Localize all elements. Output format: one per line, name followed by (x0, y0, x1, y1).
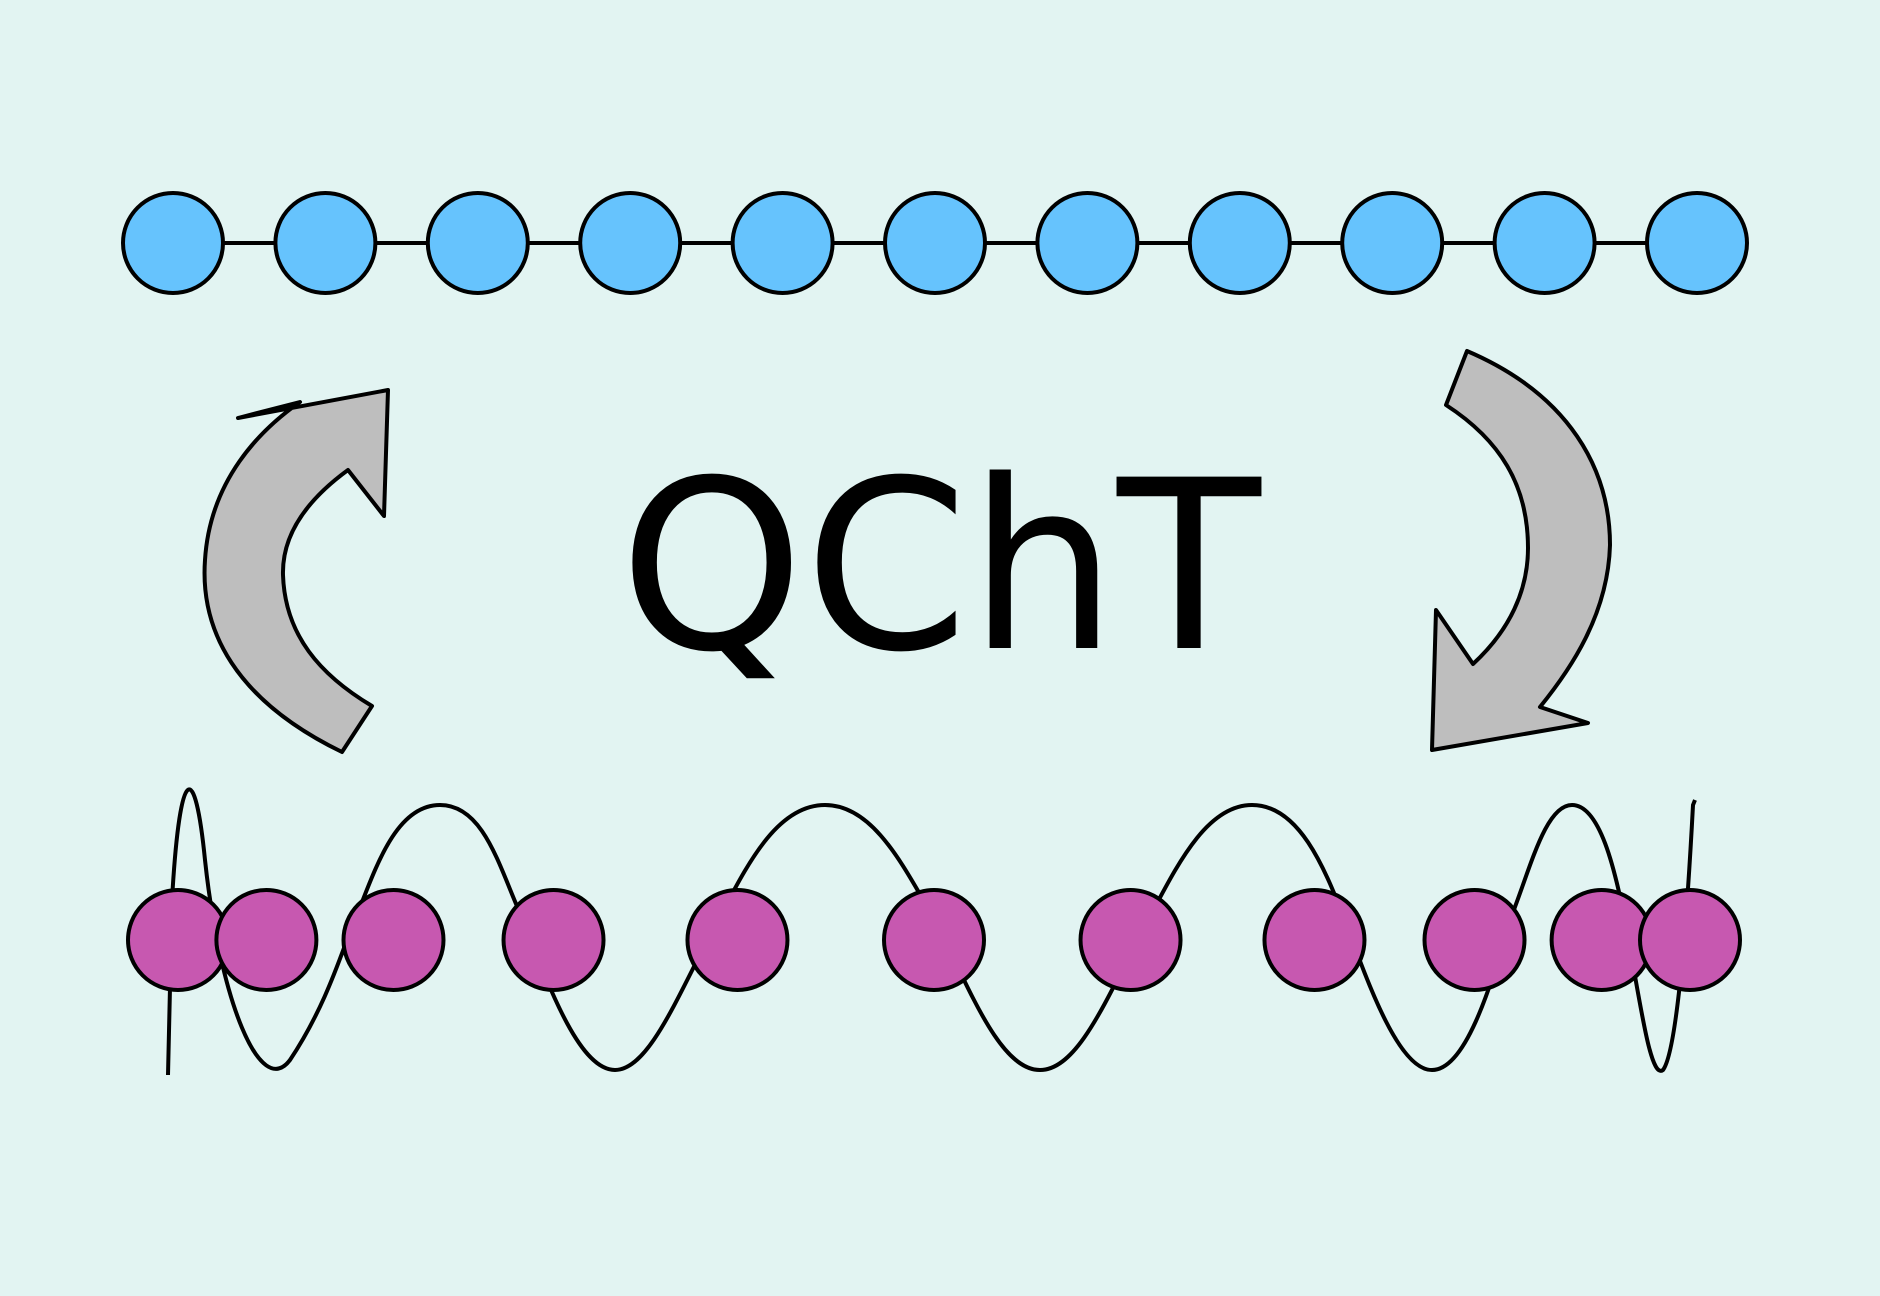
top-chain-node (730, 191, 835, 295)
top-chain-node (1645, 191, 1749, 295)
left-curved-arrow-icon (202, 388, 390, 754)
bottom-chain-node (1549, 888, 1654, 992)
bottom-chain-node (1638, 888, 1742, 992)
bottom-chain-node (685, 888, 790, 992)
bottom-chain-node (214, 888, 319, 992)
bottom-chain (126, 787, 1742, 1076)
top-chain-node (883, 191, 987, 295)
curved-arrows (202, 349, 1612, 754)
top-chain-node (425, 191, 530, 295)
bottom-chain-node (501, 888, 606, 992)
bottom-chain-node (126, 888, 230, 992)
bottom-chain-node (1078, 888, 1183, 992)
top-chain-node (1340, 191, 1445, 295)
top-chain-node (1035, 191, 1140, 295)
top-chain (121, 191, 1749, 295)
right-curved-arrow-icon (1430, 349, 1612, 752)
bottom-chain-node (341, 888, 446, 992)
top-chain-node (1187, 191, 1292, 295)
top-chain-nodes (121, 191, 1749, 295)
bottom-chain-node (1422, 888, 1527, 992)
top-chain-node (578, 191, 683, 295)
top-chain-node (273, 191, 378, 295)
bottom-chain-nodes (126, 888, 1742, 992)
bottom-chain-node (1262, 888, 1367, 992)
title-qcht: QChT (619, 431, 1262, 704)
top-chain-node (1492, 191, 1597, 295)
top-chain-node (121, 191, 225, 295)
bottom-chain-node (882, 888, 986, 992)
